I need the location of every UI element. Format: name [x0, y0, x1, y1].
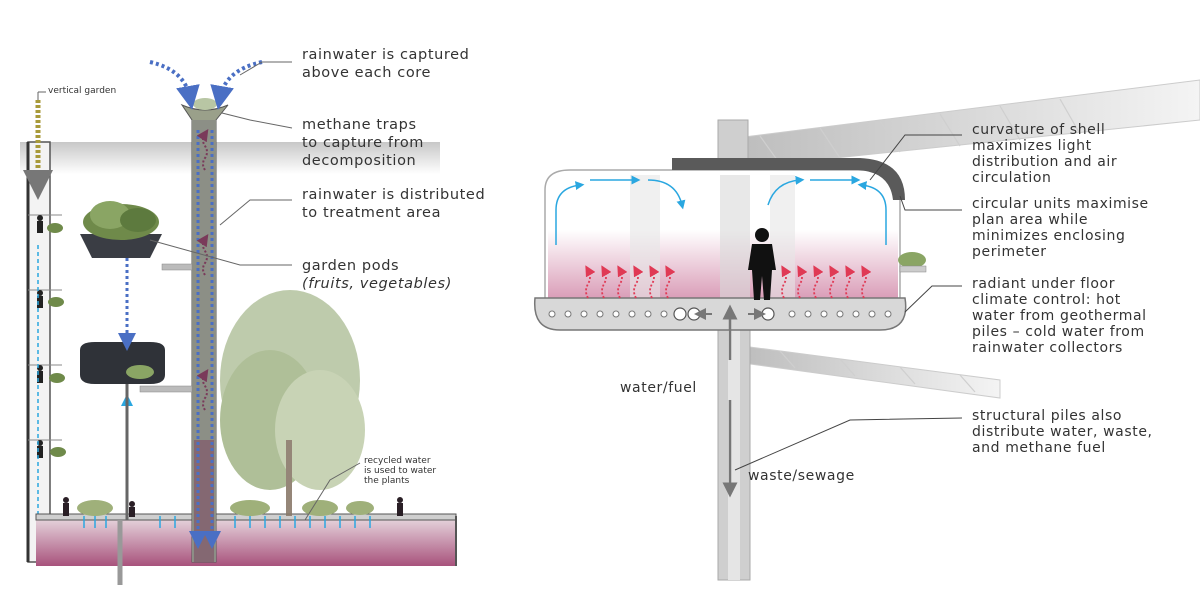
- heat-arrows: [585, 265, 872, 299]
- vertical-garden-label: vertical garden: [48, 86, 117, 96]
- garden-pod-top: [80, 201, 193, 271]
- waste-sewage-label: waste/sewage: [748, 468, 855, 484]
- recycled-water-line: recycled water: [364, 456, 431, 466]
- curvature-label: curvature of shell maximizes light distr…: [972, 122, 1117, 186]
- curvature-line: curvature of shell: [972, 122, 1106, 138]
- air-circulation-arrows: [555, 175, 887, 245]
- radiant-line: piles – cold water from: [972, 324, 1145, 340]
- circular-units-line: plan area while: [972, 212, 1089, 228]
- garden-pods-sub: (fruits, vegetables): [302, 276, 452, 292]
- methane-traps-line: methane traps: [302, 117, 417, 133]
- methane-traps-label: methane traps to capture from decomposit…: [302, 116, 424, 170]
- radiant-line: water from geothermal: [972, 308, 1147, 324]
- person-silhouette: [748, 228, 776, 300]
- structural-piles-line: structural piles also: [972, 408, 1123, 424]
- floor-truss: [734, 344, 1001, 399]
- shadow-band: [20, 142, 440, 174]
- core-capture-cup: [193, 98, 217, 110]
- right-section: [533, 79, 1200, 581]
- roof-truss: [719, 79, 1200, 171]
- rainwater-captured-line: rainwater is captured: [302, 47, 470, 63]
- recycled-water-line: the plants: [364, 476, 410, 486]
- water-fuel-label: water/fuel: [620, 380, 697, 396]
- radiant-line: rainwater collectors: [972, 340, 1123, 356]
- structural-piles-line: and methane fuel: [972, 440, 1106, 456]
- recycled-water-line: is used to water: [364, 466, 437, 476]
- vertical-garden-tower: [23, 91, 66, 563]
- central-core: [180, 98, 229, 563]
- rainwater-captured-line: above each core: [302, 65, 432, 81]
- circular-units-label: circular units maximise plan area while …: [972, 196, 1149, 260]
- curvature-line: maximizes light: [972, 138, 1092, 154]
- garden-pods-title: garden pods: [302, 258, 400, 274]
- rainwater-distributed-line: to treatment area: [302, 205, 442, 221]
- garden-pods-label: garden pods (fruits, vegetables): [302, 257, 452, 293]
- ground-water-arrows: [83, 516, 371, 528]
- structural-piles-line: distribute water, waste,: [972, 424, 1153, 440]
- left-leaders: [149, 61, 361, 521]
- radiant-line: radiant under floor: [972, 276, 1116, 292]
- people: [63, 497, 403, 517]
- radiant-label: radiant under floor climate control: hot…: [972, 276, 1147, 356]
- rain-arrow-right: [210, 60, 263, 110]
- recycled-water-label: recycled water is used to water the plan…: [364, 456, 436, 486]
- rain-arrow-left: [149, 60, 200, 110]
- living-pod: [533, 158, 927, 498]
- floor-slab: [533, 297, 907, 331]
- willow-tree: [220, 290, 365, 516]
- right-leaders: [734, 134, 963, 471]
- ground-shrubs: [77, 500, 374, 516]
- curvature-line: circulation: [972, 170, 1052, 186]
- top-core: [717, 119, 749, 161]
- garden-pod-mid: [80, 342, 193, 393]
- circular-units-line: perimeter: [972, 244, 1047, 260]
- circular-units-line: minimizes enclosing: [972, 228, 1126, 244]
- rainwater-distributed-label: rainwater is distributed to treatment ar…: [302, 186, 485, 222]
- rainwater-distributed-line: rainwater is distributed: [302, 187, 486, 203]
- left-section: [20, 60, 457, 585]
- methane-traps-line: to capture from: [302, 135, 425, 151]
- rainwater-captured-label: rainwater is captured above each core: [302, 46, 469, 82]
- radiant-line: climate control: hot: [972, 292, 1121, 308]
- methane-traps-line: decomposition: [302, 153, 417, 169]
- shell-cap: [672, 158, 905, 200]
- ground-tank: [36, 516, 456, 566]
- circular-units-line: circular units maximise: [972, 196, 1149, 212]
- structural-piles-label: structural piles also distribute water, …: [972, 408, 1153, 456]
- pod-planter: [898, 252, 926, 268]
- curvature-line: distribution and air: [972, 154, 1118, 170]
